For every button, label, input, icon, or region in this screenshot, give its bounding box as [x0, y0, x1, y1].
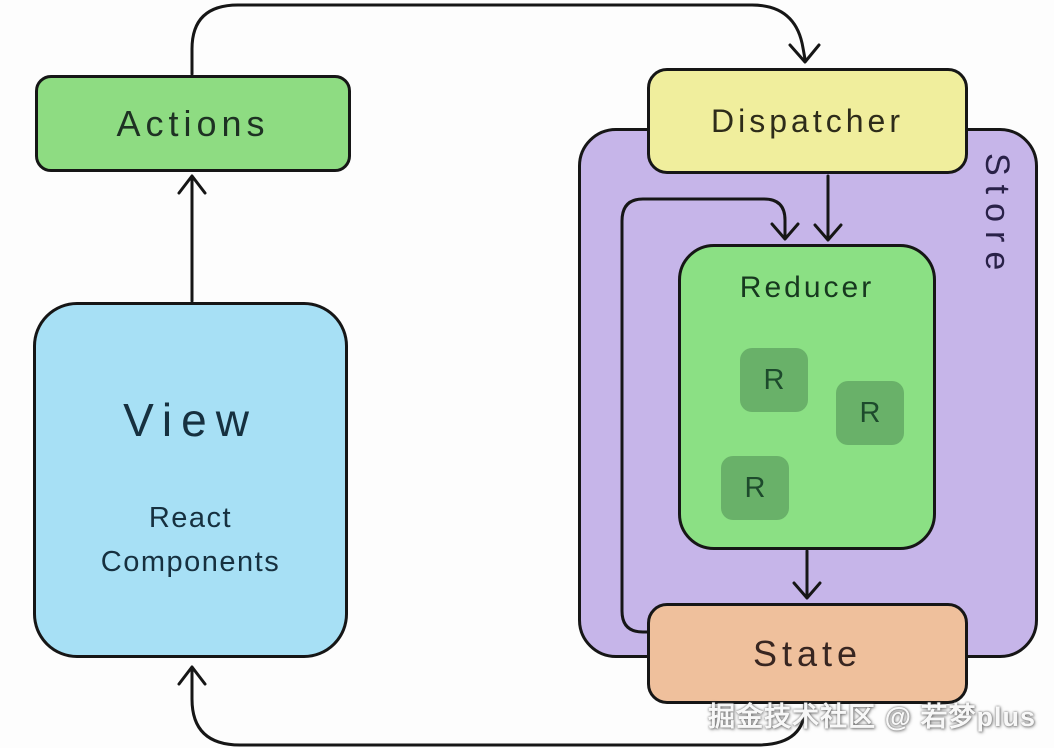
dispatcher-label: Dispatcher [711, 102, 904, 139]
watermark-text: 掘金技术社区 @ 若梦plus [708, 702, 1036, 732]
reducer-badge-label: R [744, 471, 766, 504]
view-node: View React Components [33, 302, 348, 658]
actions-label: Actions [116, 102, 270, 144]
dispatcher-node: Dispatcher [647, 68, 968, 174]
state-node: State [647, 603, 968, 704]
reducer-label: Reducer [739, 271, 875, 304]
reducer-node: Reducer R R R [678, 244, 936, 550]
edge-reducer-to-state [792, 549, 822, 600]
view-title: View [123, 394, 258, 446]
edge-actions-to-dispatcher [190, 3, 821, 76]
state-label: State [752, 632, 863, 674]
reducer-badge: R [836, 381, 904, 445]
edge-state-to-view [177, 665, 807, 747]
reducer-badge-label: R [763, 363, 785, 396]
edge-view-to-actions [177, 174, 207, 303]
actions-node: Actions [35, 75, 351, 172]
edge-state-to-reducer [620, 197, 800, 634]
reducer-badge: R [740, 348, 808, 412]
store-label: Store [978, 153, 1016, 280]
view-subtitle: React Components [100, 502, 281, 578]
reducer-badge-label: R [859, 396, 881, 429]
reducer-badge: R [721, 456, 789, 520]
edge-dispatcher-to-reducer [813, 174, 843, 242]
